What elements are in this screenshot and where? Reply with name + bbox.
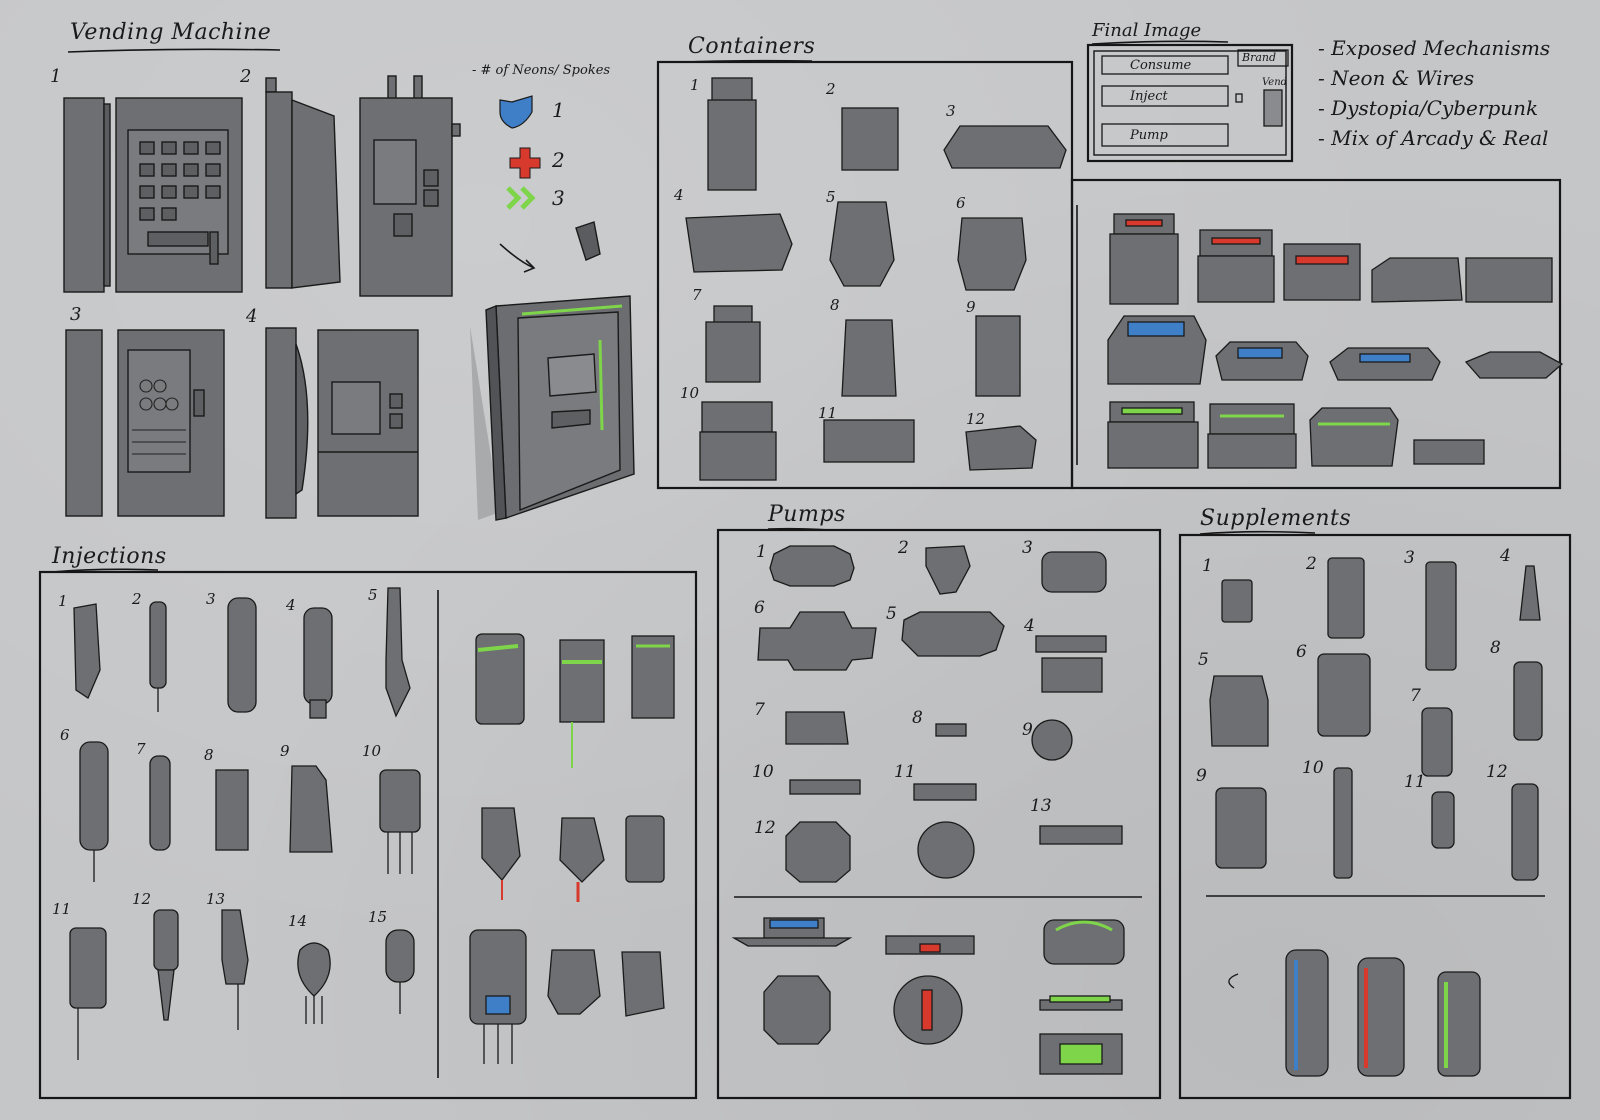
injection-number: 7 (136, 740, 146, 758)
pump-number: 7 (754, 700, 765, 720)
injection-number: 15 (368, 908, 388, 926)
final-consume-button: Consume (1130, 58, 1192, 73)
legend-label-2: 2 (552, 148, 565, 172)
supplement-number: 1 (1202, 556, 1213, 576)
vending-2 (265, 75, 461, 297)
injection-number: 6 (60, 726, 70, 744)
container-number: 3 (946, 102, 956, 120)
pump-number: 4 (1024, 616, 1035, 636)
supplements-section-title: Supplements (1200, 506, 1352, 531)
injection-number: 2 (132, 590, 142, 608)
injection-number: 14 (288, 912, 308, 930)
note-2: - Neon & Wires (1318, 66, 1475, 90)
container-sketches (685, 77, 1067, 481)
legend-label-3: 3 (552, 186, 565, 210)
section-frames (38, 43, 1572, 1100)
note-3: - Dystopia/Cyberpunk (1318, 96, 1539, 120)
legend-icons (499, 95, 541, 210)
container-number: 1 (690, 76, 700, 94)
injection-number: 1 (58, 592, 68, 610)
container-variants (1107, 213, 1564, 469)
injection-number: 5 (368, 586, 378, 604)
vending-machine-sketches (63, 75, 635, 521)
pump-number: 11 (894, 762, 916, 782)
pump-sketches (731, 545, 1125, 1075)
container-number: 2 (826, 80, 836, 98)
vending-1 (63, 97, 243, 293)
container-number: 4 (674, 186, 684, 204)
containers-section-title: Containers (688, 34, 816, 59)
vending-number: 4 (246, 306, 258, 327)
injection-number: 8 (204, 746, 214, 764)
supplement-number: 6 (1296, 642, 1307, 662)
shield-icon (499, 95, 533, 129)
vending-final-perspective (470, 295, 635, 521)
injections-frame (38, 570, 698, 1100)
final-image-mock (1101, 49, 1289, 147)
pump-number: 5 (886, 604, 897, 624)
injection-number: 9 (280, 742, 290, 760)
vending-4 (265, 327, 419, 519)
supplement-number: 5 (1198, 650, 1209, 670)
supplement-number: 10 (1302, 758, 1324, 778)
pumps-frame (716, 528, 1162, 1100)
pumps-section-title: Pumps (768, 502, 846, 527)
container-number: 7 (692, 286, 702, 304)
vending-number: 1 (50, 66, 62, 87)
supplement-number: 12 (1486, 762, 1508, 782)
injection-number: 13 (206, 890, 226, 908)
pump-number: 1 (756, 542, 767, 562)
supplement-number: 9 (1196, 766, 1207, 786)
container-number: 12 (966, 410, 986, 428)
containers-variants-frame (1070, 178, 1562, 490)
final-inject-button: Inject (1130, 89, 1168, 104)
supplement-number: 8 (1490, 638, 1501, 658)
pump-number: 10 (752, 762, 774, 782)
supplement-number: 2 (1306, 554, 1317, 574)
supplement-number: 7 (1410, 686, 1421, 706)
chevrons-icon (506, 186, 536, 210)
container-number: 5 (826, 188, 836, 206)
injection-number: 4 (286, 596, 296, 614)
container-number: 11 (818, 404, 838, 422)
injection-sketches (69, 587, 421, 1060)
cross-icon (509, 147, 541, 179)
vending-number: 2 (240, 66, 252, 87)
injection-variants (469, 633, 675, 1064)
supplement-number: 3 (1404, 548, 1415, 568)
pump-number: 12 (754, 818, 776, 838)
injections-section-title: Injections (52, 544, 167, 569)
vending-section-title: Vending Machine (70, 20, 272, 45)
injection-number: 11 (52, 900, 72, 918)
supplement-sketches (1209, 557, 1543, 1077)
container-number: 8 (830, 296, 840, 314)
container-number: 10 (680, 384, 700, 402)
legend-label-1: 1 (552, 98, 565, 122)
supplement-number: 11 (1404, 772, 1426, 792)
pump-number: 9 (1022, 720, 1033, 740)
supplements-frame (1178, 533, 1572, 1100)
container-number: 9 (966, 298, 976, 316)
note-4: - Mix of Arcady & Real (1318, 126, 1549, 150)
final-vend-label: Vend (1262, 77, 1288, 88)
final-image-frame (1086, 43, 1294, 163)
final-pump-button: Pump (1130, 128, 1168, 143)
supplement-number: 4 (1500, 546, 1511, 566)
injection-number: 12 (132, 890, 152, 908)
vending-3 (65, 329, 225, 517)
pump-number: 3 (1022, 538, 1033, 558)
container-number: 6 (956, 194, 966, 212)
pump-number: 6 (754, 598, 765, 618)
injection-number: 3 (206, 590, 216, 608)
note-1: - Exposed Mechanisms (1318, 36, 1551, 60)
vending-number: 3 (70, 304, 82, 325)
pump-number: 13 (1030, 796, 1052, 816)
pump-number: 2 (898, 538, 909, 558)
injection-number: 10 (362, 742, 382, 760)
legend-heading: - # of Neons/ Spokes (472, 63, 611, 78)
final-brand-label: Brand (1242, 51, 1277, 64)
pump-number: 8 (912, 708, 923, 728)
final-image-title: Final Image (1092, 20, 1202, 41)
